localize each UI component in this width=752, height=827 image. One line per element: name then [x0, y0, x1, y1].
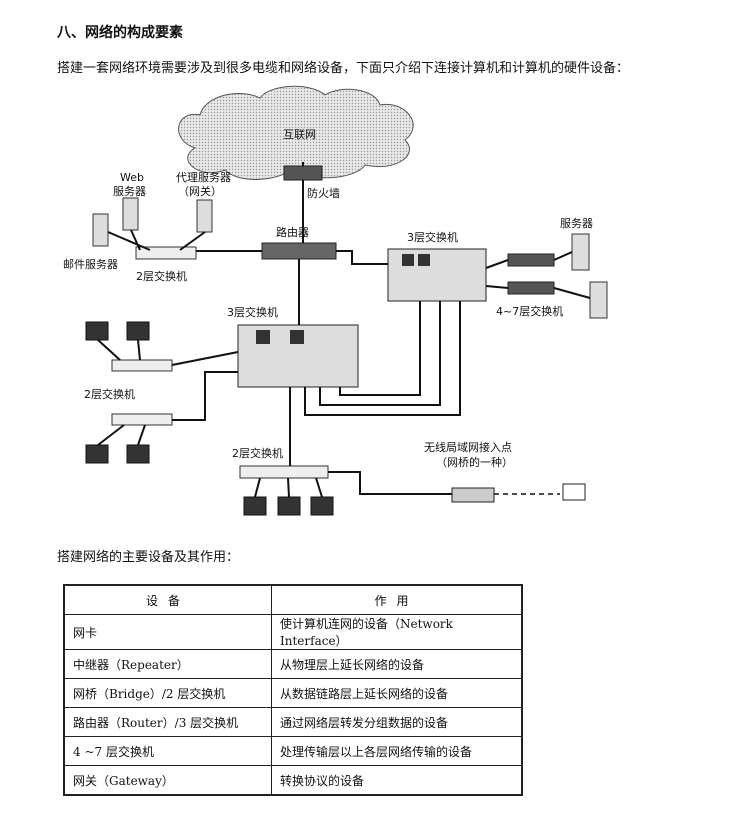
table-row: 路由器（Router）/3 层交换机 通过网络层转发分组数据的设备 — [63, 707, 523, 737]
computer-icon — [126, 444, 150, 464]
function-cell: 通过网络层转发分组数据的设备 — [271, 707, 523, 737]
proxy-server-label-2: （网关） — [178, 184, 222, 198]
switch-l2-bottom-icon — [239, 465, 329, 479]
wireless-label-2: （网桥的一种） — [436, 455, 513, 469]
function-cell: 转换协议的设备 — [271, 765, 523, 796]
web-server-icon — [122, 197, 139, 231]
wireless-label-1: 无线局域网接入点 — [424, 440, 512, 454]
switch-l3-center-label: 3层交换机 — [227, 305, 278, 319]
internet-label: 互联网 — [283, 128, 316, 141]
switch-l47-icon — [507, 281, 555, 295]
server-icon — [589, 281, 608, 319]
device-cell: 路由器（Router）/3 层交换机 — [63, 707, 272, 737]
device-table: 设备 作用 网卡 使计算机连网的设备（Network Interface） 中继… — [63, 584, 523, 796]
proxy-server-icon — [196, 199, 213, 233]
table-header-row: 设备 作用 — [63, 584, 523, 615]
port-module-icon — [418, 254, 430, 266]
device-cell: 中继器（Repeater） — [63, 649, 272, 679]
server-icon — [571, 233, 590, 271]
port-module-icon — [290, 330, 304, 344]
firewall-label: 防火墙 — [307, 186, 340, 200]
intro-paragraph: 搭建一套网络环境需要涉及到很多电缆和网络设备，下面只介绍下连接计算机和计算机的硬… — [57, 61, 630, 76]
switch-l2-left-icon — [111, 413, 173, 426]
computer-icon — [243, 496, 267, 516]
laptop-icon — [562, 483, 586, 501]
computer-icon — [310, 496, 334, 516]
servers-label: 服务器 — [560, 217, 593, 230]
port-module-icon — [256, 330, 270, 344]
computer-icon — [277, 496, 301, 516]
computer-icon — [126, 321, 150, 341]
table-row: 网卡 使计算机连网的设备（Network Interface） — [63, 614, 523, 650]
table-row: 网关（Gateway） 转换协议的设备 — [63, 765, 523, 796]
device-cell: 网桥（Bridge）/2 层交换机 — [63, 678, 272, 708]
section-heading: 八、网络的构成要素 — [57, 25, 183, 41]
internet-cloud-icon — [178, 85, 414, 180]
network-cables — [97, 162, 591, 498]
proxy-server-label-1: 代理服务器 — [176, 171, 231, 184]
computer-icon — [85, 444, 109, 464]
switch-l3-right-label: 3层交换机 — [407, 230, 458, 244]
switch-l47-icon — [507, 253, 555, 267]
column-header-device: 设备 — [63, 584, 272, 615]
function-cell: 从物理层上延长网络的设备 — [271, 649, 523, 679]
table-row: 中继器（Repeater） 从物理层上延长网络的设备 — [63, 649, 523, 679]
router-icon — [261, 242, 337, 260]
switch-l2-left-label: 2层交换机 — [84, 387, 135, 401]
router-label: 路由器 — [276, 225, 309, 239]
network-diagram: 互联网 防火墙 路由器 Web 服务器 代理服务器 （网关） 邮件服务器 2层交… — [63, 85, 608, 516]
switch-l2-top-label: 2层交换机 — [136, 269, 187, 283]
computer-icon — [85, 321, 109, 341]
table-row: 网桥（Bridge）/2 层交换机 从数据链路层上延长网络的设备 — [63, 678, 523, 708]
switch-l2-bottom-label: 2层交换机 — [232, 446, 283, 460]
switch-l47-label: 4~7层交换机 — [496, 304, 563, 318]
mail-server-label: 邮件服务器 — [63, 258, 118, 271]
table-row: 4 ~7 层交换机 处理传输层以上各层网络传输的设备 — [63, 736, 523, 766]
mail-server-icon — [92, 213, 109, 247]
function-cell: 从数据链路层上延长网络的设备 — [271, 678, 523, 708]
device-cell: 4 ~7 层交换机 — [63, 736, 272, 766]
firewall-icon — [283, 165, 323, 181]
device-cell: 网关（Gateway） — [63, 765, 272, 796]
column-header-function: 作用 — [271, 584, 523, 615]
web-server-label-1: Web — [120, 171, 144, 184]
switch-l2-left-icon — [111, 359, 173, 372]
table-intro: 搭建网络的主要设备及其作用： — [57, 550, 240, 565]
wireless-ap-icon — [451, 487, 495, 503]
function-cell: 使计算机连网的设备（Network Interface） — [271, 614, 523, 650]
device-cell: 网卡 — [63, 614, 272, 650]
function-cell: 处理传输层以上各层网络传输的设备 — [271, 736, 523, 766]
port-module-icon — [402, 254, 414, 266]
web-server-label-2: 服务器 — [113, 185, 146, 198]
